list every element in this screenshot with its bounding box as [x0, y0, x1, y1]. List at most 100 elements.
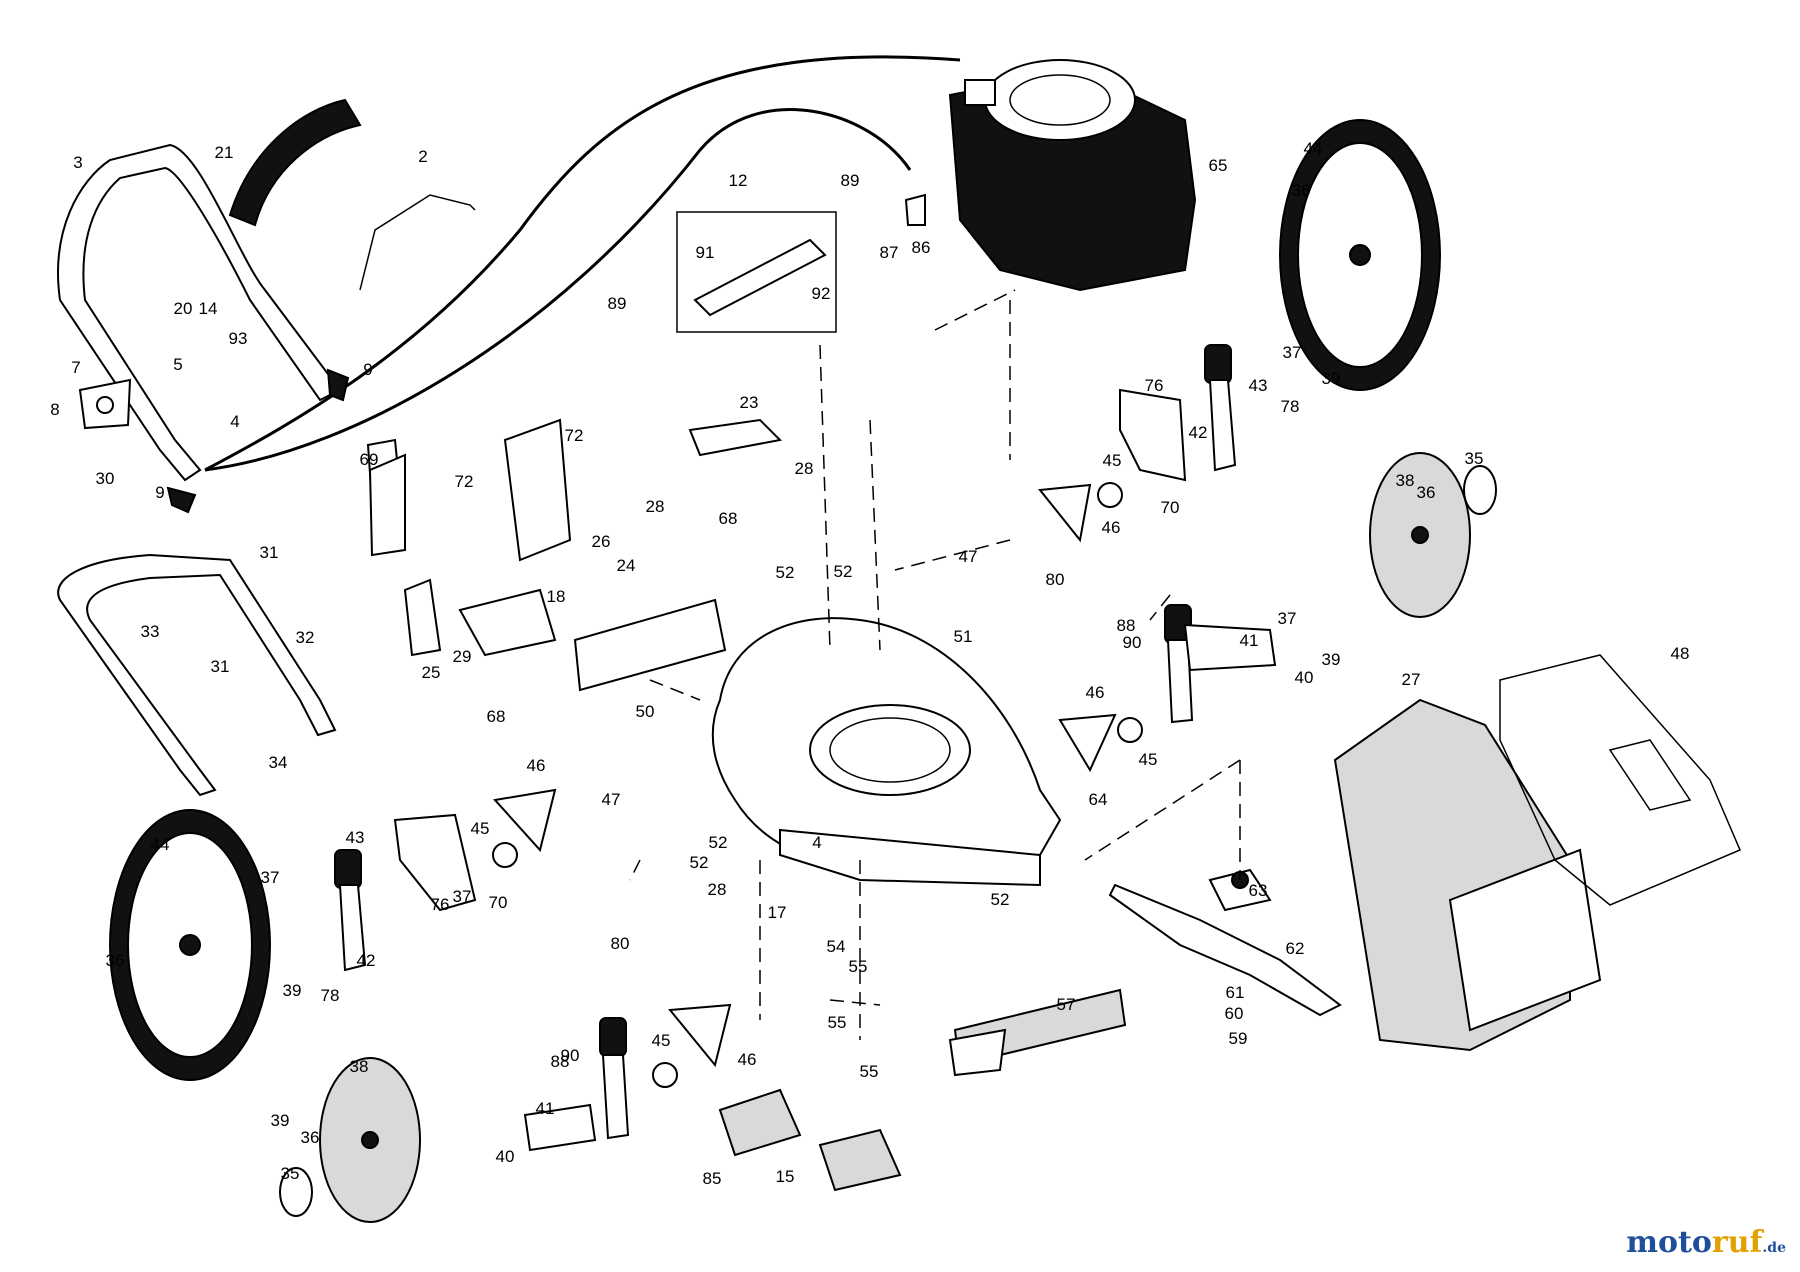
bail-bar [359, 194, 476, 291]
height-lever-rear-left [334, 849, 362, 889]
callout-44: 44 [151, 835, 170, 854]
callout-46: 46 [1086, 683, 1105, 702]
callout-layer: 2344578991214151718202123242526272828282… [50, 139, 1689, 1188]
spacer-4 [652, 1062, 678, 1088]
callout-7: 7 [71, 358, 80, 377]
callout-86: 86 [912, 238, 931, 257]
callout-64: 64 [1089, 790, 1108, 809]
sector-plate-2 [1058, 713, 1117, 773]
deck-engine-opening [809, 704, 971, 796]
callout-37: 37 [261, 868, 280, 887]
callout-80: 80 [1046, 570, 1065, 589]
callout-54: 54 [827, 937, 846, 956]
callout-26: 26 [592, 532, 611, 551]
callout-31: 31 [260, 543, 279, 562]
callout-36: 36 [1292, 181, 1311, 200]
callout-63: 63 [1249, 881, 1268, 900]
mower-blade [1108, 883, 1342, 1017]
deck-front-skirt [779, 828, 1041, 887]
callout-46: 46 [1102, 518, 1121, 537]
callout-27: 27 [1402, 670, 1421, 689]
callout-88: 88 [551, 1052, 570, 1071]
callout-38: 38 [1396, 471, 1415, 490]
axle-bracket-left [393, 813, 477, 912]
callout-8: 8 [50, 400, 59, 419]
front-axle-right [1183, 623, 1277, 672]
engine-fuel-cap [964, 79, 996, 106]
callout-43: 43 [1249, 376, 1268, 395]
callout-4: 4 [230, 412, 239, 431]
callout-38: 38 [350, 1057, 369, 1076]
watermark-part-3: .de [1762, 1240, 1786, 1256]
callout-80: 80 [611, 934, 630, 953]
callout-18: 18 [547, 587, 566, 606]
watermark: motoruf.de [1626, 1225, 1786, 1260]
callout-28: 28 [795, 459, 814, 478]
deflector [458, 588, 557, 657]
adjuster-plate-rear-right [1208, 379, 1237, 472]
callout-90: 90 [561, 1046, 580, 1065]
callout-36: 36 [1417, 483, 1436, 502]
callout-76: 76 [431, 895, 450, 914]
throttle-cable-guide [904, 193, 926, 226]
callout-57: 57 [1057, 995, 1076, 1014]
control-handle-left [166, 486, 197, 514]
callout-4: 4 [812, 833, 821, 852]
callout-46: 46 [527, 756, 546, 775]
callout-60: 60 [1225, 1004, 1244, 1023]
callout-88: 88 [1117, 616, 1136, 635]
axle-bracket-right [1119, 388, 1187, 482]
callout-15: 15 [776, 1167, 795, 1186]
callout-24: 24 [617, 556, 636, 575]
handle-bracket-kit-box [676, 211, 837, 333]
callout-92: 92 [812, 284, 831, 303]
callout-55: 55 [849, 957, 868, 976]
assembly-line [934, 289, 1016, 331]
callout-28: 28 [708, 880, 727, 899]
callout-72: 72 [455, 472, 474, 491]
callout-40: 40 [1295, 668, 1314, 687]
mulch-plug-bracket [403, 578, 442, 657]
callout-61: 61 [1226, 983, 1245, 1002]
callout-93: 93 [229, 329, 248, 348]
throttle-cable-end [204, 108, 912, 472]
spacer-3 [492, 842, 518, 868]
callout-69: 69 [360, 450, 379, 469]
front-axle-left [523, 1103, 597, 1152]
control-handle-right [326, 368, 350, 402]
callout-59: 59 [1229, 1029, 1248, 1048]
callout-90: 90 [1123, 633, 1142, 652]
callout-30: 30 [96, 469, 115, 488]
callout-39: 39 [1322, 650, 1341, 669]
callout-89: 89 [608, 294, 627, 313]
callout-32: 32 [296, 628, 315, 647]
callout-39: 39 [1322, 369, 1341, 388]
callout-91: 91 [696, 243, 715, 262]
callout-52: 52 [776, 563, 795, 582]
callout-20: 20 [174, 299, 193, 318]
hub-cap-right [1463, 465, 1497, 515]
callout-9: 9 [363, 360, 372, 379]
rear-door-bracket [503, 418, 572, 562]
callout-41: 41 [1240, 631, 1259, 650]
callout-44: 44 [1304, 139, 1323, 158]
callout-55: 55 [828, 1013, 847, 1032]
callout-85: 85 [703, 1169, 722, 1188]
callout-37: 37 [1278, 609, 1297, 628]
rear-shield-bracket [688, 418, 783, 457]
callout-12: 12 [729, 171, 748, 190]
callout-89: 89 [841, 171, 860, 190]
sector-plate-4 [668, 1003, 732, 1068]
rear-guard [368, 453, 406, 557]
hub-cap-left [279, 1167, 313, 1217]
callout-62: 62 [1286, 939, 1305, 958]
callout-55: 55 [860, 1062, 879, 1081]
callout-46: 46 [738, 1050, 757, 1069]
callout-28: 28 [646, 497, 665, 516]
callout-45: 45 [652, 1031, 671, 1050]
callout-52: 52 [834, 562, 853, 581]
callout-41: 41 [536, 1099, 555, 1118]
callout-47: 47 [602, 790, 621, 809]
sector-plate-3 [493, 788, 557, 853]
callout-48: 48 [1671, 644, 1690, 663]
